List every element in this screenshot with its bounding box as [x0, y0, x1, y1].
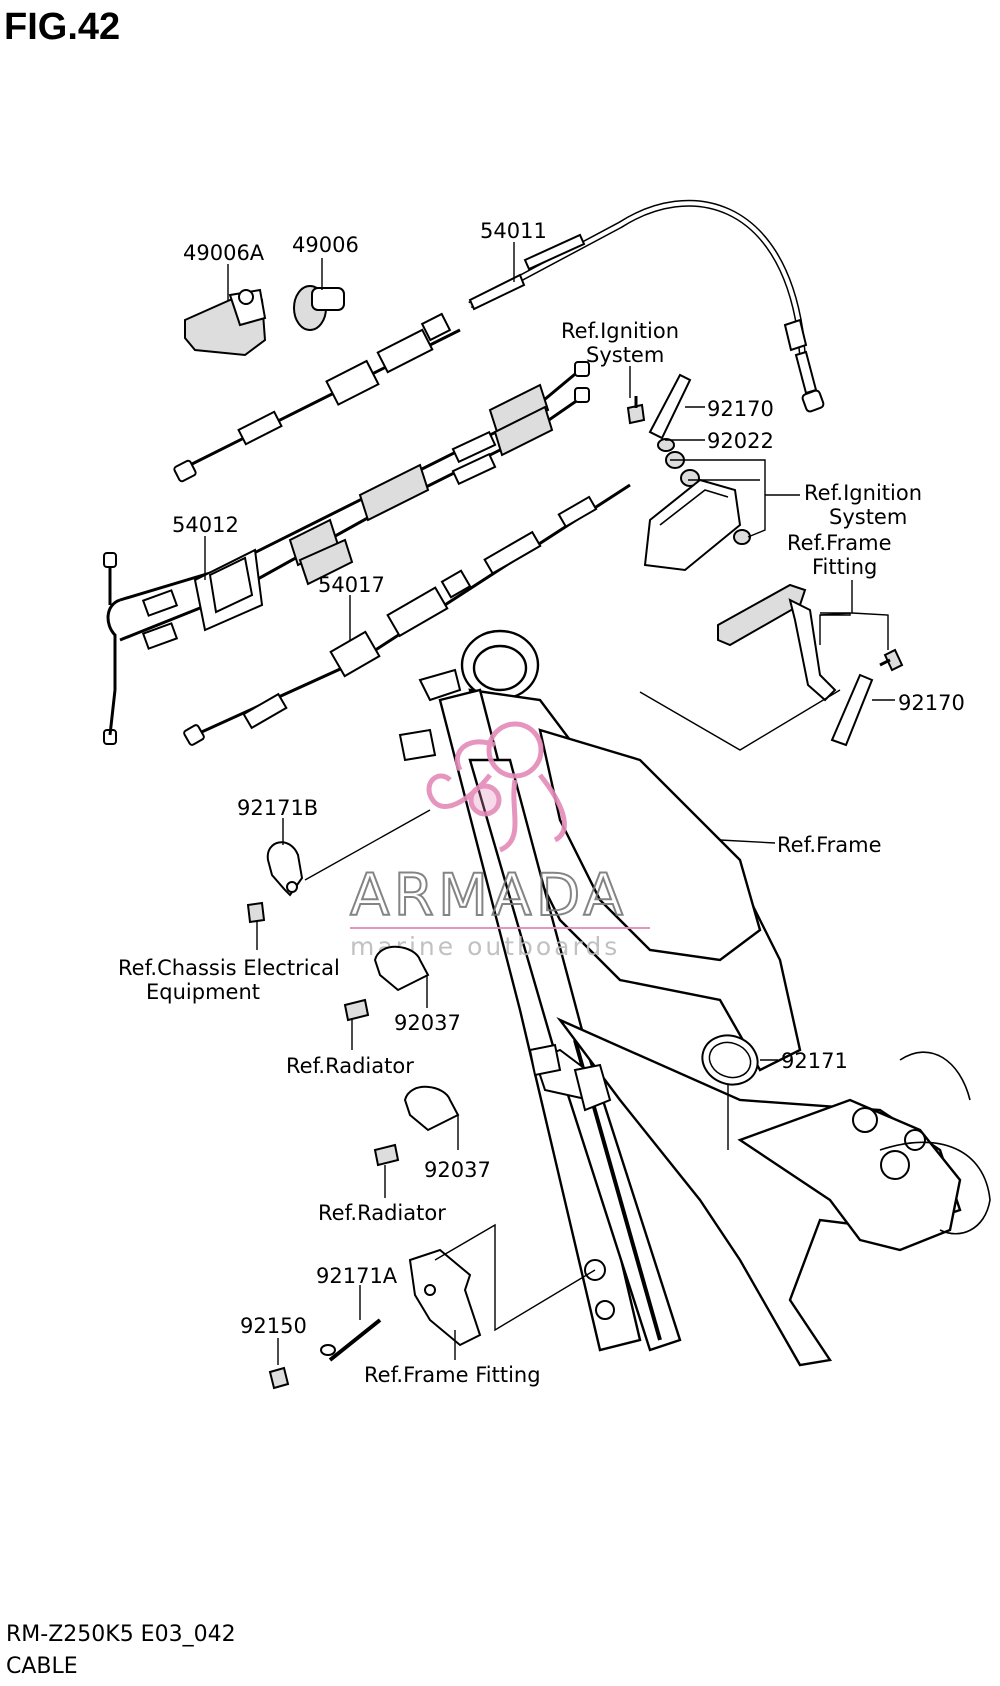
part-92037-clamp-b — [373, 1085, 460, 1167]
label-ref-ignition-1a: Ref.Ignition — [561, 319, 679, 343]
leader-lines — [204, 242, 895, 1365]
part-92037-clamp-a — [343, 945, 430, 1022]
label-92171: 92171 — [781, 1049, 848, 1073]
label-54017: 54017 — [318, 573, 385, 597]
label-ref-ignition-2b: System — [829, 505, 907, 529]
part-49006A-housing — [184, 288, 267, 357]
part-92170-clamp-right — [830, 673, 874, 747]
label-49006A: 49006A — [183, 241, 265, 265]
part-49006-collar — [293, 285, 345, 331]
ignition-module — [643, 478, 742, 572]
part-92171-clamp — [701, 1034, 759, 1086]
motorcycle-frame — [398, 629, 991, 1367]
label-ref-chassis-a: Ref.Chassis Electrical — [118, 956, 340, 980]
label-92170-top: 92170 — [707, 397, 774, 421]
label-ref-ignition-2a: Ref.Ignition — [804, 481, 922, 505]
label-92170-right: 92170 — [898, 691, 965, 715]
part-92170-clamp-top — [626, 373, 692, 440]
label-ref-radiator-2: Ref.Radiator — [318, 1201, 446, 1225]
label-49006: 49006 — [292, 233, 359, 257]
part-92171A-92150-bracket — [268, 1248, 482, 1390]
label-ref-frame-fitting-a: Ref.Frame — [787, 531, 892, 555]
octopus-logo — [426, 721, 567, 853]
label-ref-frame-fitting-2: Ref.Frame Fitting — [364, 1363, 541, 1387]
model-code: RM-Z250K5 E03_042 — [6, 1622, 236, 1647]
label-54011: 54011 — [480, 219, 547, 243]
label-ref-frame: Ref.Frame — [777, 833, 882, 857]
part-92171B-clamp — [246, 841, 304, 924]
label-92150: 92150 — [240, 1314, 307, 1338]
part-labels: 49006A 49006 54011 Ref.Ignition System 9… — [118, 219, 965, 1387]
label-54012: 54012 — [172, 513, 239, 537]
figure-caption: CABLE — [6, 1654, 78, 1679]
cable-54017 — [183, 483, 631, 746]
label-ref-ignition-1b: System — [586, 343, 664, 367]
cable-54012 — [103, 312, 590, 745]
frame-fitting-bracket — [717, 583, 904, 702]
label-92037-b: 92037 — [424, 1158, 491, 1182]
label-92171A: 92171A — [316, 1264, 398, 1288]
label-ref-radiator-1: Ref.Radiator — [286, 1054, 414, 1078]
label-ref-frame-fitting-b: Fitting — [812, 555, 877, 579]
watermark-brand: ARMADA — [350, 861, 627, 929]
label-92022: 92022 — [707, 429, 774, 453]
label-92037-a: 92037 — [394, 1011, 461, 1035]
label-92171B: 92171B — [237, 796, 318, 820]
figure-title: FIG.42 — [4, 6, 121, 48]
label-ref-chassis-b: Equipment — [146, 980, 260, 1004]
cable-54011 — [468, 199, 825, 413]
